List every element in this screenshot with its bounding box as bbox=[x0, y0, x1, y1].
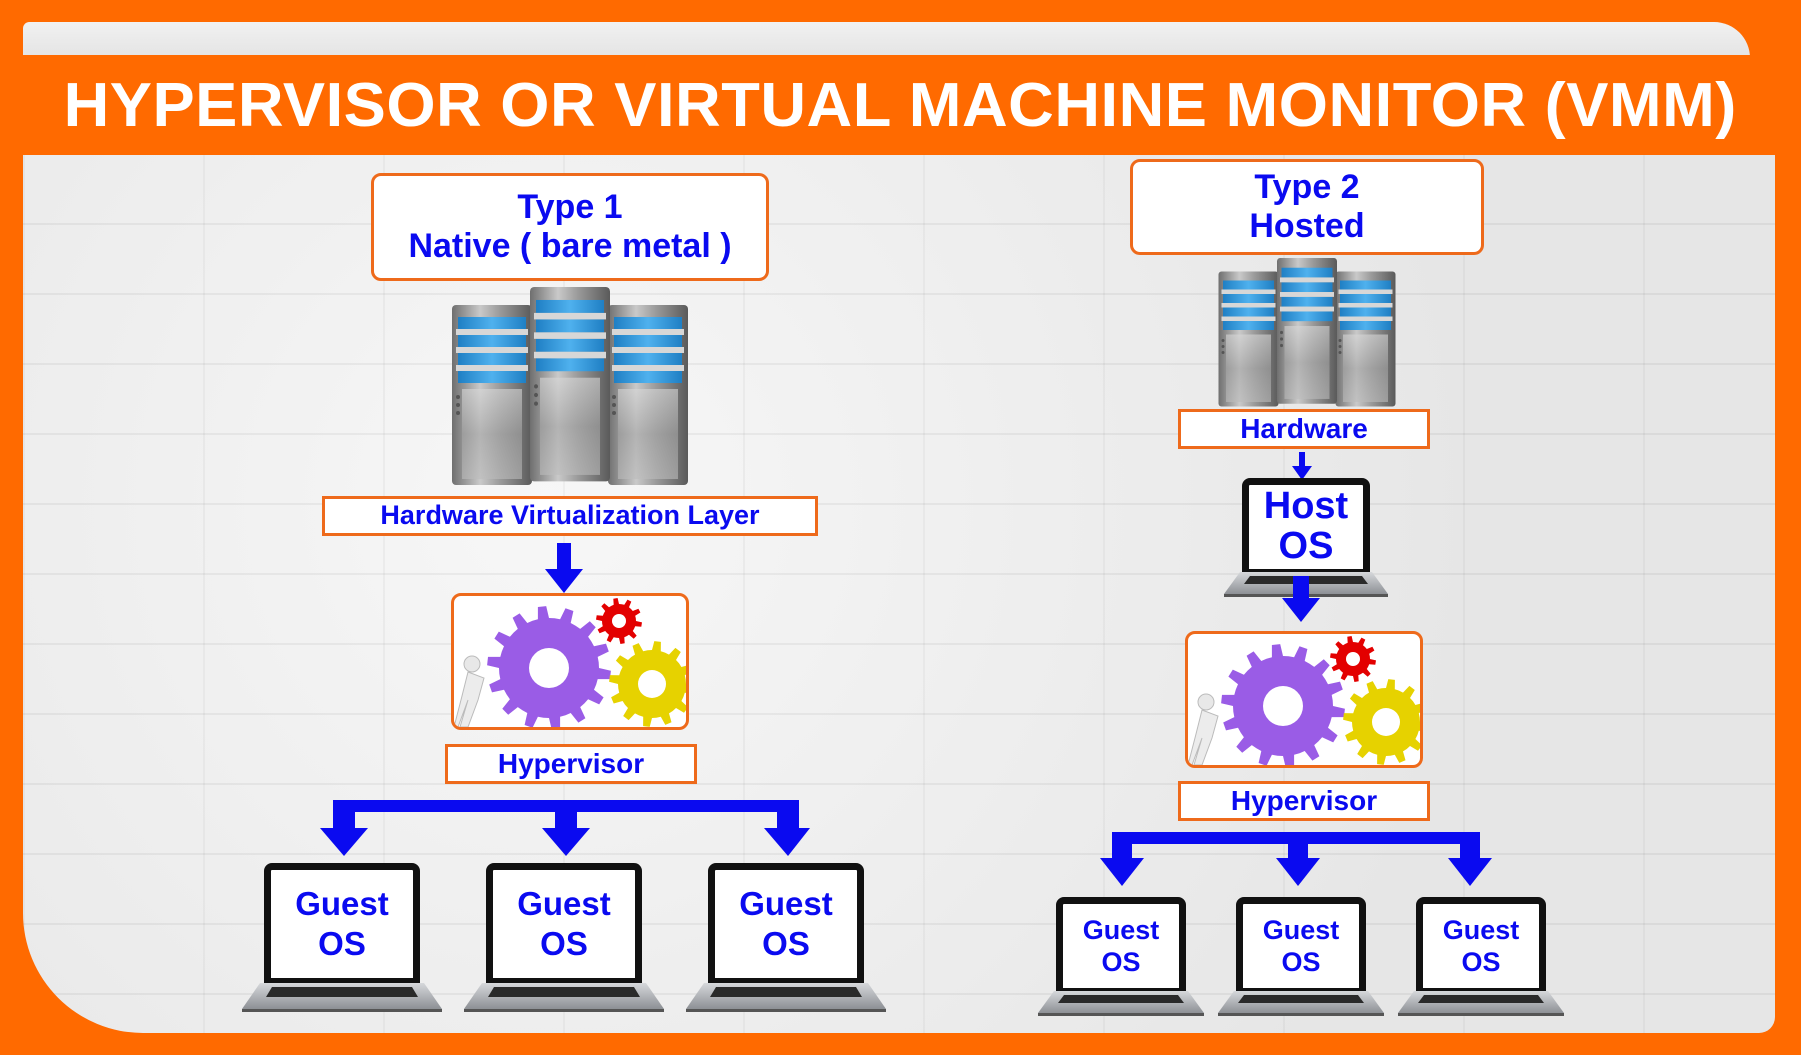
guest-os-line2: OS bbox=[318, 925, 366, 962]
guest-os-line1: Guest bbox=[1082, 914, 1160, 945]
down-arrow-icon bbox=[1282, 576, 1320, 622]
type1-guest-os-laptop-2: Guest OS bbox=[464, 863, 664, 1013]
type2-hypervisor-label-box: Hypervisor bbox=[1178, 781, 1430, 821]
guest-os-line2: OS bbox=[1461, 947, 1501, 977]
guest-os-line2: OS bbox=[762, 925, 810, 962]
laptop-keyboard-base bbox=[1038, 991, 1204, 1016]
title-banner: HYPERVISOR OR VIRTUAL MACHINE MONITOR (V… bbox=[0, 55, 1801, 155]
type2-branch-arrows bbox=[1100, 832, 1492, 886]
laptop-keyboard-base bbox=[1218, 991, 1384, 1016]
down-arrow-icon bbox=[320, 828, 368, 856]
type1-hypervisor-label: Hypervisor bbox=[497, 747, 645, 779]
server-rack-icon bbox=[1218, 258, 1396, 407]
type2-hardware-label: Hardware bbox=[1240, 412, 1368, 444]
type2-heading-line1: Type 2 bbox=[1254, 167, 1360, 206]
type2-guest-os-laptop-3: Guest OS bbox=[1398, 897, 1564, 1019]
down-arrow-icon bbox=[1100, 858, 1144, 886]
purple-gear-hole bbox=[1263, 686, 1303, 726]
type2-hardware-box: Hardware bbox=[1178, 409, 1430, 449]
type2-guest-os-laptop-1: Guest OS bbox=[1038, 897, 1204, 1019]
pushing-figure-icon bbox=[1188, 693, 1219, 765]
type1-branch-arrows bbox=[320, 800, 810, 856]
type2-heading-line2: Hosted bbox=[1249, 207, 1365, 245]
yellow-gear-hole bbox=[638, 670, 666, 698]
guest-os-line2: OS bbox=[540, 925, 588, 962]
type2-hypervisor-label: Hypervisor bbox=[1230, 784, 1378, 816]
laptop-keyboard-base bbox=[464, 983, 664, 1012]
guest-os-line1: Guest bbox=[739, 885, 833, 923]
red-gear-hole bbox=[612, 614, 626, 628]
type1-hypervisor-gears-box bbox=[451, 593, 689, 730]
type1-heading-line2: Native ( bare metal ) bbox=[408, 227, 732, 265]
yellow-gear-hole bbox=[1372, 708, 1400, 736]
down-arrow-icon bbox=[545, 543, 583, 593]
down-arrow-icon bbox=[1292, 452, 1312, 480]
gears-icon bbox=[454, 598, 686, 727]
guest-os-line1: Guest bbox=[1262, 914, 1340, 945]
type1-guest-os-laptop-3: Guest OS bbox=[686, 863, 886, 1013]
type1-heading-line1: Type 1 bbox=[517, 187, 623, 226]
type1-heading-box: Type 1 Native ( bare metal ) bbox=[371, 173, 769, 281]
laptop-keyboard-base bbox=[242, 983, 442, 1012]
down-arrow-icon bbox=[542, 828, 590, 856]
type2-hypervisor-gears-box bbox=[1185, 631, 1423, 768]
type2-heading-box: Type 2 Hosted bbox=[1130, 159, 1484, 255]
down-arrow-icon bbox=[1448, 858, 1492, 886]
guest-os-line2: OS bbox=[1101, 947, 1141, 977]
down-arrow-icon bbox=[1276, 858, 1320, 886]
gears-icon bbox=[1188, 636, 1420, 765]
page-title: HYPERVISOR OR VIRTUAL MACHINE MONITOR (V… bbox=[63, 70, 1738, 140]
guest-os-line1: Guest bbox=[295, 885, 389, 923]
server-rack-icon bbox=[452, 287, 688, 485]
type2-guest-os-laptop-2: Guest OS bbox=[1218, 897, 1384, 1019]
guest-os-line2: OS bbox=[1281, 947, 1321, 977]
type1-layer-label: Hardware Virtualization Layer bbox=[380, 500, 760, 531]
purple-gear-hole bbox=[529, 648, 569, 688]
type1-hardware-virtualization-layer-box: Hardware Virtualization Layer bbox=[322, 496, 818, 536]
type1-hypervisor-label-box: Hypervisor bbox=[445, 744, 697, 784]
laptop-keyboard-base bbox=[686, 983, 886, 1012]
guest-os-line1: Guest bbox=[517, 885, 611, 923]
pushing-figure-icon bbox=[454, 655, 485, 727]
host-os-line1: Host bbox=[1263, 485, 1349, 528]
host-os-line2: OS bbox=[1278, 525, 1334, 567]
frame-top-strip bbox=[23, 22, 1750, 58]
laptop-keyboard-base bbox=[1398, 991, 1564, 1016]
type2-host-os-laptop: Host OS bbox=[1224, 478, 1388, 600]
type1-guest-os-laptop-1: Guest OS bbox=[242, 863, 442, 1013]
guest-os-line1: Guest bbox=[1442, 914, 1520, 945]
down-arrow-icon bbox=[764, 828, 810, 856]
red-gear-hole bbox=[1346, 652, 1360, 666]
